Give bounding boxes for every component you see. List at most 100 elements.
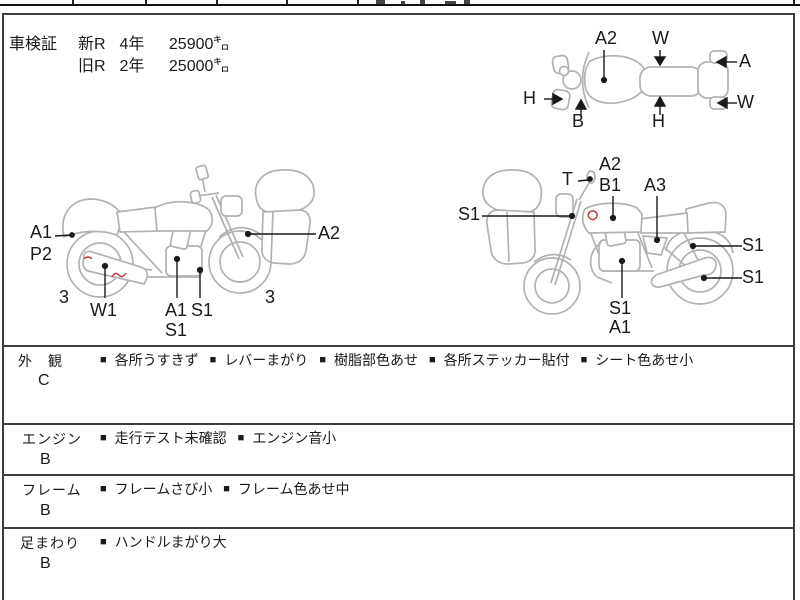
defect-item: ■ ハンドルまがり大 — [100, 532, 227, 552]
shaken-odometer: 25000㌔ — [168, 58, 230, 75]
damage-code-label: A2 — [599, 154, 622, 174]
damage-code-label: H — [652, 111, 665, 131]
column-divider — [793, 0, 795, 4]
shaken-years: 2年 — [119, 58, 145, 75]
defect-item: ■ フレームさび小 — [100, 479, 212, 499]
defect-items: ■ フレームさび小 ■フレーム色あせ中 — [100, 479, 350, 499]
row-divider — [2, 527, 795, 529]
damage-code-label: T — [562, 169, 573, 189]
header-bottom-border — [0, 4, 800, 6]
damage-code-label: S1 — [458, 204, 481, 224]
damage-code-label: A1 — [30, 222, 53, 242]
damage-code-label: B — [572, 111, 585, 131]
category-label: 外 観 — [18, 353, 63, 369]
row-divider — [2, 345, 795, 347]
category-label: エンジン — [22, 431, 82, 447]
grade-value: C — [38, 372, 50, 389]
column-divider — [72, 0, 74, 4]
defect-text: シート色あせ小 — [595, 352, 694, 368]
defect-item: ■ 各所ステッカー貼付 — [429, 350, 570, 370]
bullet-icon: ■ — [100, 535, 107, 548]
damage-code-label: S1 — [742, 267, 765, 287]
column-divider — [357, 0, 359, 4]
shaken-odometer: 25900㌔ — [168, 36, 230, 53]
bullet-icon: ■ — [237, 431, 245, 444]
clipped-text-fragment — [464, 0, 470, 4]
defect-text: ハンドルまがり大 — [114, 534, 227, 550]
bullet-icon: ■ — [100, 482, 107, 495]
damage-code-label: W — [652, 28, 669, 48]
damage-code-label: P2 — [30, 244, 53, 264]
column-divider — [145, 0, 147, 4]
defect-text: エンジン音小 — [252, 430, 337, 446]
damage-code-label: B1 — [599, 175, 622, 195]
bullet-icon: ■ — [209, 353, 217, 366]
column-divider — [216, 0, 218, 4]
damage-code-label: S1 — [165, 320, 188, 340]
defect-item: ■ 走行テスト未確認 — [100, 428, 227, 448]
defect-item: ■ エンジン音小 — [238, 428, 337, 448]
defect-text: 各所ステッカー貼付 — [443, 352, 570, 368]
defect-text: レバーまがり — [224, 352, 309, 368]
top-view-leaders — [544, 50, 737, 115]
category-label: 足まわり — [20, 535, 80, 551]
damage-code-label: A2 — [595, 28, 618, 48]
damage-code-label: A — [739, 51, 752, 71]
damage-code-label: H — [523, 88, 536, 108]
bullet-icon: ■ — [100, 353, 107, 366]
bullet-icon: ■ — [580, 353, 588, 366]
damage-code-label: W1 — [90, 300, 117, 320]
shaken-row: 旧R 2年 25000㌔ — [78, 52, 229, 76]
shaken-years: 4年 — [119, 36, 145, 53]
shaken-era: 新R — [78, 36, 106, 53]
defect-items: ■ ハンドルまがり大 — [100, 532, 227, 552]
grade-value: B — [40, 555, 51, 572]
clipped-text-fragment — [401, 1, 405, 4]
bullet-icon: ■ — [428, 353, 436, 366]
left-side-diagram — [62, 164, 315, 298]
defect-text: 走行テスト未確認 — [114, 430, 227, 446]
defect-item: ■ 各所うすきず — [100, 350, 199, 370]
defect-text: フレーム色あせ中 — [237, 481, 350, 497]
defect-items: ■ 各所うすきず ■ レバーまがり ■ 樹脂部色あせ ■ 各所ステッカー貼付 ■ シート色… — [100, 350, 693, 370]
grade-value: B — [40, 502, 51, 519]
defect-text: フレームさび小 — [114, 481, 213, 497]
clipped-text-fragment — [420, 0, 425, 4]
row-divider — [2, 423, 795, 425]
clipped-text-fragment — [376, 0, 385, 4]
bullet-icon: ■ — [100, 431, 107, 444]
defect-item: ■ 樹脂部色あせ — [319, 350, 418, 370]
clipped-text-fragment — [445, 1, 456, 4]
grade-value: B — [40, 451, 51, 468]
damage-code-label: A1 — [609, 317, 632, 337]
shaken-title: 車検証 — [9, 36, 58, 53]
column-divider — [286, 0, 288, 4]
shaken-row: 新R 4年 25900㌔ — [78, 30, 229, 54]
damage-mark — [83, 256, 127, 278]
defect-text: 樹脂部色あせ — [333, 352, 418, 368]
damage-code-label: A1 — [165, 300, 188, 320]
damage-code-label: 3 — [265, 287, 276, 307]
shaken-era: 旧R — [78, 58, 106, 75]
damage-code-label: W — [737, 92, 754, 112]
row-divider — [2, 474, 795, 476]
defect-item: ■ シート色あせ小 — [581, 350, 694, 370]
top-view-diagram — [550, 50, 729, 111]
sheet-border — [2, 13, 795, 600]
defect-text: 各所うすきず — [114, 352, 199, 368]
left-side-leaders — [54, 230, 316, 298]
defect-items: ■ 走行テスト未確認 ■ エンジン音小 — [100, 428, 336, 448]
right-side-leaders — [482, 176, 742, 298]
motorcycle-diagrams — [54, 50, 742, 315]
damage-code-label: S1 — [191, 300, 214, 320]
damage-code-label: 3 — [59, 287, 70, 307]
defect-item: ■ レバーまがり — [210, 350, 309, 370]
damage-code-label: S1 — [742, 235, 765, 255]
damage-mark — [587, 210, 598, 221]
bullet-icon: ■ — [319, 353, 326, 366]
category-label: フレーム — [22, 482, 82, 498]
damage-code-label: A2 — [318, 223, 341, 243]
damage-code-label: S1 — [609, 298, 632, 318]
defect-item: ■フレーム色あせ中 — [223, 479, 349, 499]
